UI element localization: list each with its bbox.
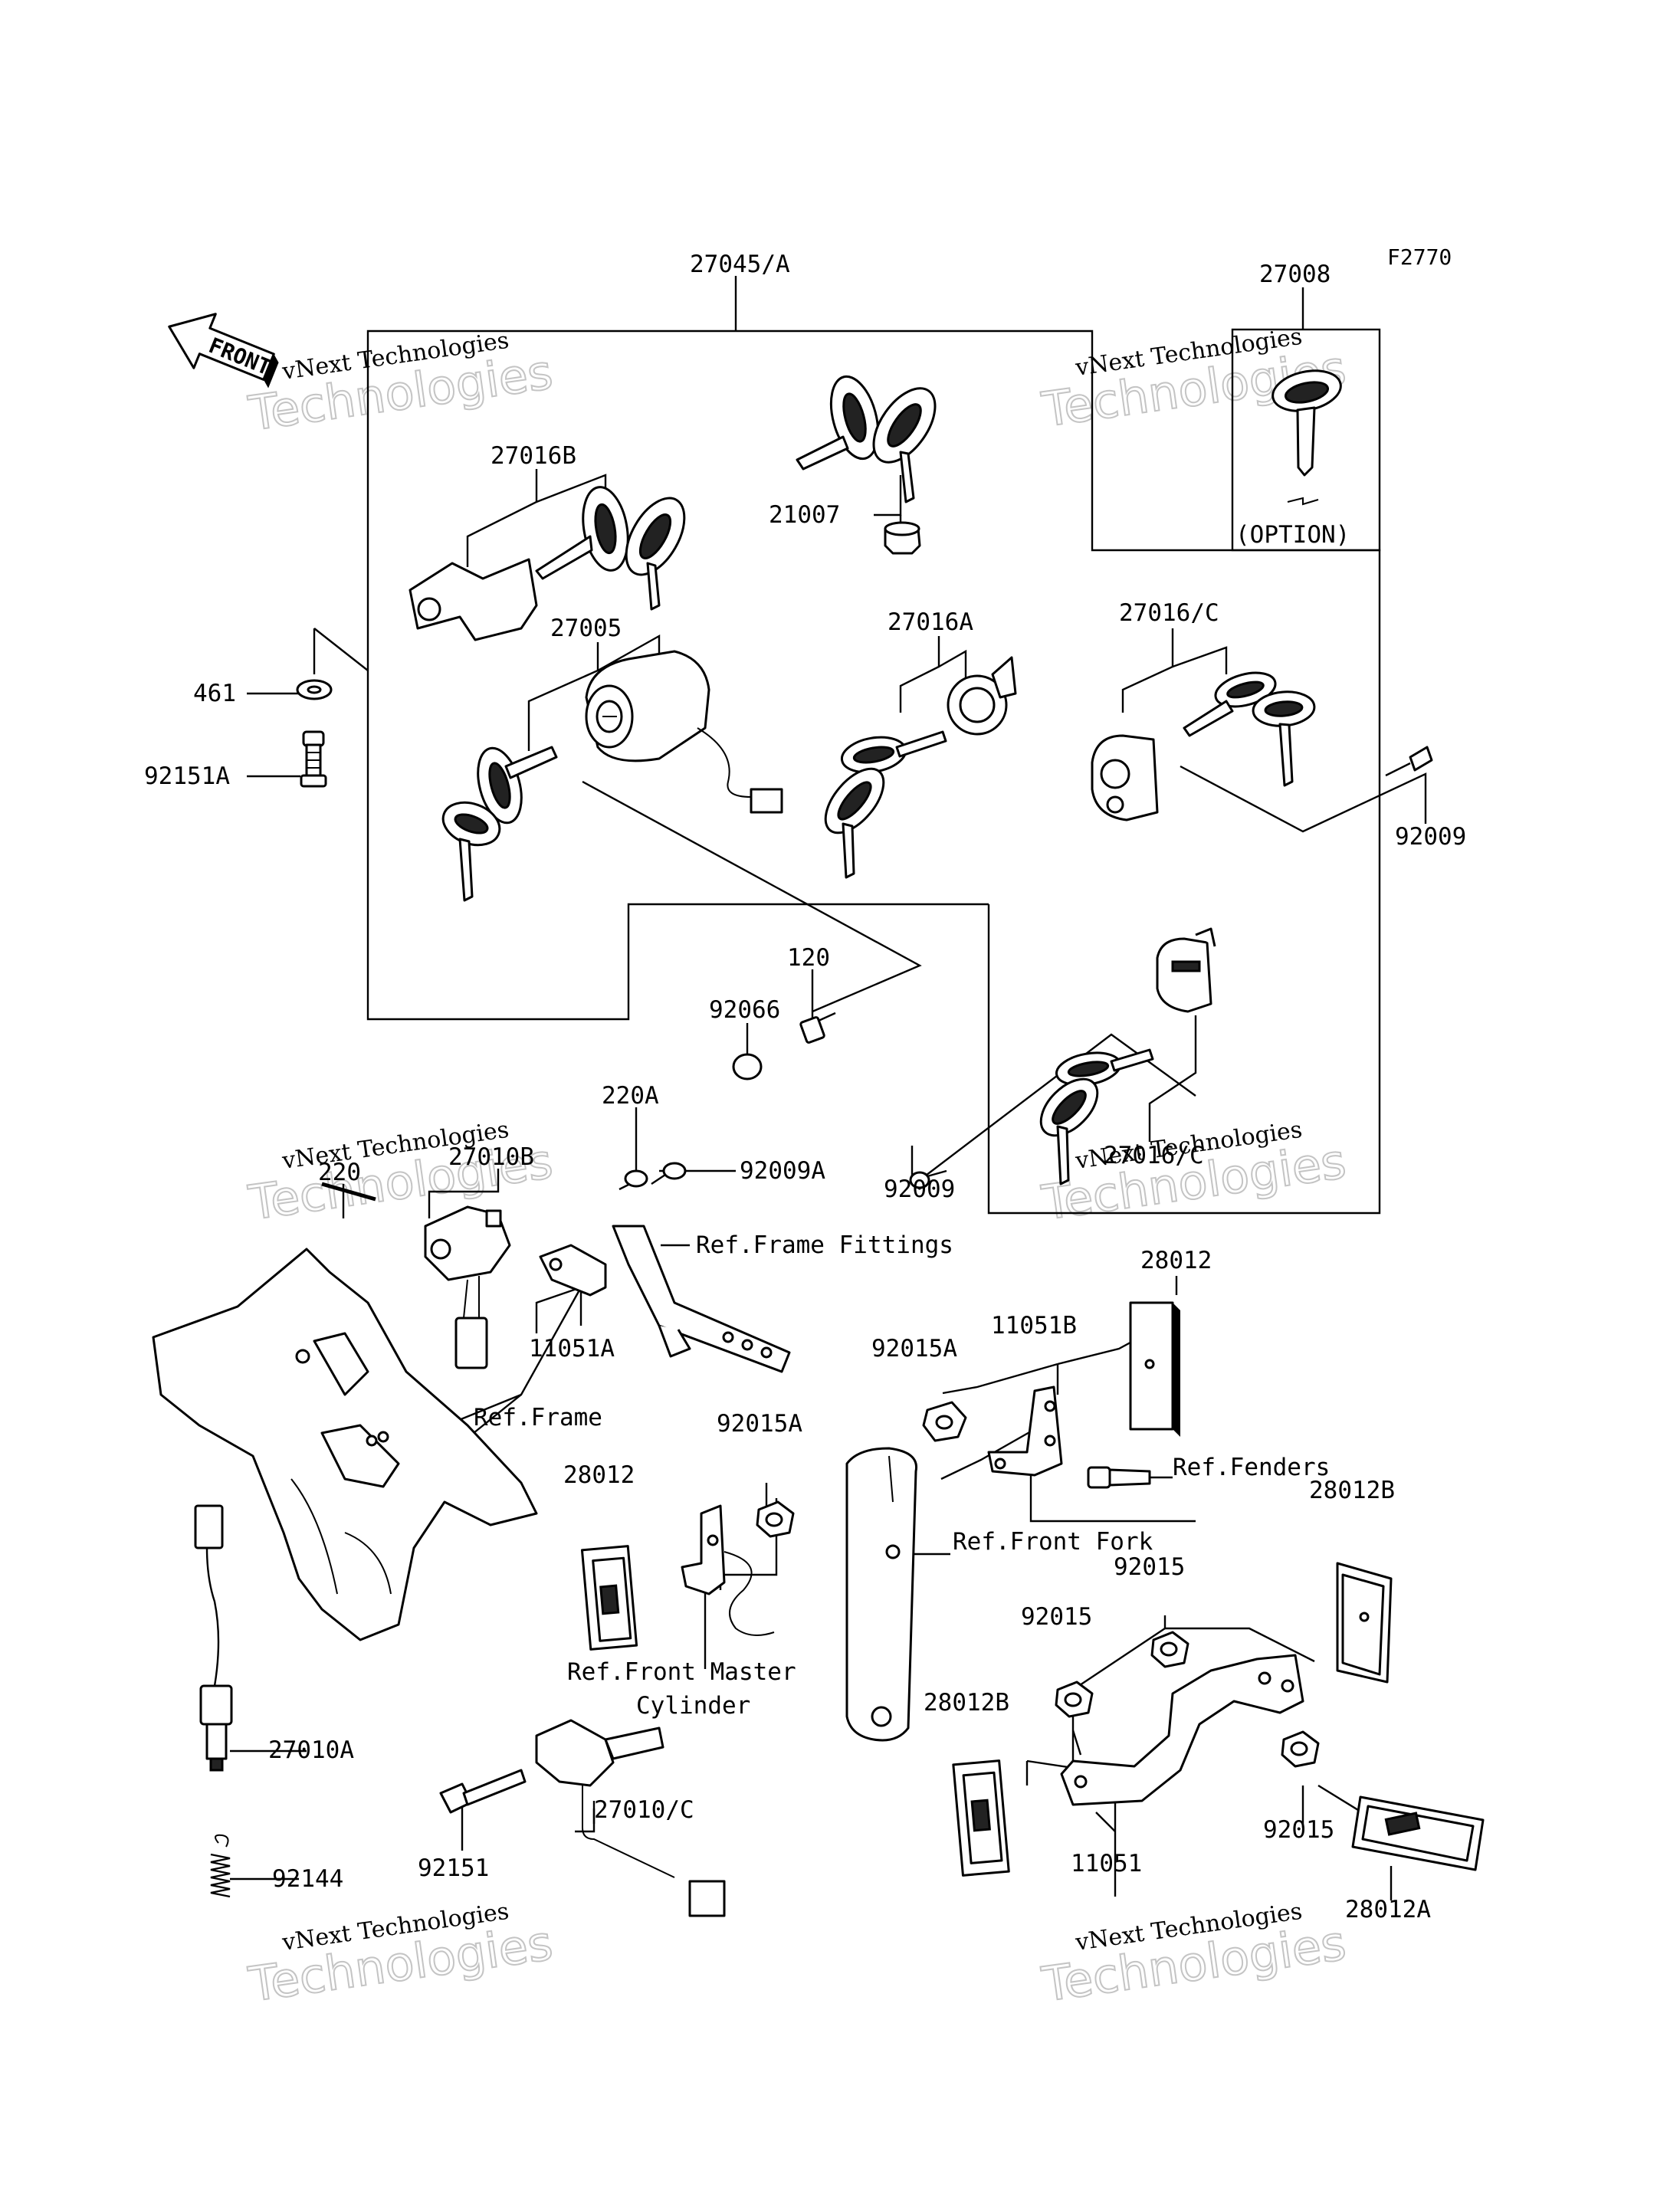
bolt-92151 [439, 1769, 527, 1814]
screw-92009-right [1385, 746, 1433, 777]
label-ref-front-fork: Ref.Front Fork [953, 1528, 1153, 1556]
bolt-fenders [1087, 1466, 1151, 1489]
label-27010A: 27010A [268, 1736, 354, 1764]
label-92015-b: 92015 [1021, 1603, 1092, 1631]
label-28012B-right: 28012B [1309, 1477, 1395, 1504]
bracket-front-master-cylinder [681, 1504, 775, 1636]
switch-27010B [424, 1205, 511, 1369]
label-28012B-left: 28012B [924, 1689, 1009, 1717]
label-92151A: 92151A [144, 762, 230, 790]
label-92066: 92066 [709, 996, 780, 1024]
lock-27016C-bottom [1039, 927, 1216, 1185]
washer-461 [296, 679, 333, 700]
label-ref-frame: Ref.Frame [474, 1404, 602, 1431]
front-arrow-icon: FRONT [168, 313, 279, 389]
nut-92015A-right [922, 1401, 967, 1442]
label-ref-frame-fittings: Ref.Frame Fittings [696, 1231, 953, 1259]
bolt-92151A [300, 730, 327, 788]
label-27016B: 27016B [491, 442, 576, 470]
spring-92144 [210, 1834, 231, 1898]
label-27016A: 27016A [888, 608, 973, 636]
cap-92066 [732, 1053, 763, 1080]
label-27005: 27005 [550, 615, 622, 642]
label-92015A-left: 92015A [717, 1410, 802, 1438]
front-fork-reference [845, 1447, 918, 1742]
bracket-11051B [987, 1385, 1063, 1477]
reflector-28012-left [580, 1545, 638, 1651]
label-11051A: 11051A [529, 1335, 615, 1362]
ignition-switch-27005 [441, 650, 783, 902]
frame-reference [152, 1248, 538, 1641]
label-21007: 21007 [769, 501, 840, 529]
screw-92009A [651, 1162, 687, 1185]
label-28012-left: 28012 [563, 1461, 635, 1489]
lock-27016C-top [1091, 671, 1316, 821]
reflector-28012B-right [1336, 1562, 1393, 1684]
bolt-120 [799, 1012, 836, 1044]
figure-code: F2770 [1387, 244, 1452, 270]
label-28012-top: 28012 [1140, 1247, 1212, 1274]
label-27016C-bottom: 27016/C [1104, 1142, 1204, 1169]
label-92144: 92144 [272, 1865, 343, 1893]
reflector-28012A [1351, 1795, 1485, 1871]
label-27010B: 27010B [448, 1143, 534, 1171]
label-27045A: 27045/A [690, 251, 790, 278]
label-27008: 27008 [1259, 261, 1331, 288]
label-92151: 92151 [418, 1854, 489, 1882]
screw-220 [321, 1182, 376, 1202]
label-ref-front-master: Ref.Front Master [567, 1658, 796, 1686]
label-27016C-top: 27016/C [1119, 599, 1219, 627]
label-92015-a: 92015 [1114, 1553, 1185, 1581]
part-labels: 27045/A 27008 (OPTION) 27016B 21007 2700… [144, 251, 1466, 1923]
label-11051: 11051 [1071, 1850, 1142, 1877]
nut-92015-upper [1150, 1631, 1189, 1668]
bracket-11051A [539, 1225, 791, 1373]
label-92009-right: 92009 [1395, 823, 1466, 851]
label-cylinder: Cylinder [636, 1692, 750, 1720]
sensor-27010A [194, 1504, 233, 1772]
label-92015-c: 92015 [1263, 1816, 1334, 1844]
seat-lock-27016B [409, 486, 686, 641]
label-220: 220 [318, 1159, 361, 1186]
label-461: 461 [193, 680, 236, 707]
nut-92015-middle [1055, 1681, 1094, 1718]
label-92009-mid: 92009 [884, 1176, 955, 1203]
screw-92009-mid [909, 1169, 947, 1189]
label-27010C: 27010/C [594, 1796, 694, 1824]
keys-21007 [796, 375, 937, 555]
nut-92015A-left [756, 1500, 795, 1538]
lock-27016A [824, 656, 1017, 879]
label-28012A: 28012A [1345, 1896, 1431, 1923]
switch-27010C [535, 1719, 726, 1917]
label-92009A: 92009A [740, 1157, 825, 1185]
label-11051B: 11051B [991, 1312, 1077, 1340]
reflector-28012B-left [952, 1759, 1010, 1877]
bracket-11051 [1060, 1654, 1304, 1806]
label-92015A-right: 92015A [871, 1335, 957, 1362]
label-option: (OPTION) [1235, 521, 1350, 549]
reflector-28012-top [1129, 1301, 1180, 1437]
label-220A: 220A [602, 1082, 659, 1110]
nut-92015-lower [1281, 1730, 1320, 1768]
label-ref-fenders: Ref.Fenders [1173, 1454, 1330, 1481]
screw-220A [619, 1169, 648, 1191]
label-120: 120 [787, 944, 830, 972]
option-key-27008 [1271, 369, 1342, 506]
assembly-leader-lines [230, 276, 1427, 1900]
